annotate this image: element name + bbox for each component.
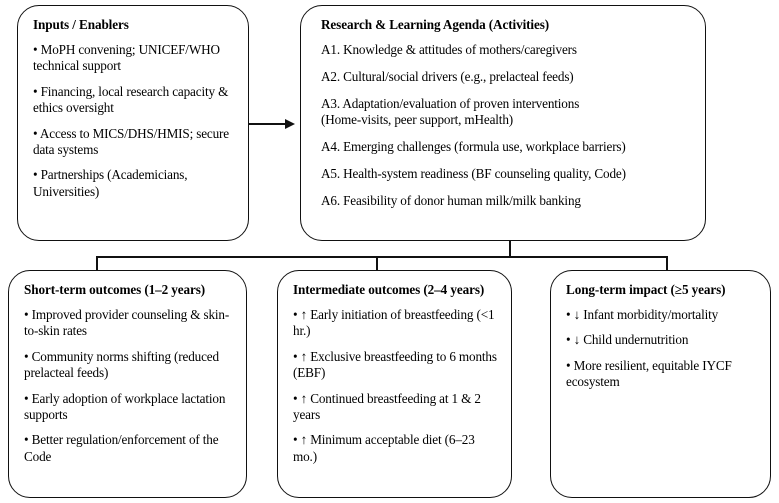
list-item: • ↑ Continued breastfeeding at 1 & 2 yea… bbox=[293, 390, 481, 422]
list-item: • ↑ Early initiation of breastfeeding (<… bbox=[293, 307, 495, 339]
node-short-term-outcomes-title: Short-term outcomes (1–2 years) bbox=[24, 282, 206, 297]
node-inputs-enablers-list: • MoPH convening; UNICEF/WHO technical s… bbox=[33, 42, 235, 200]
connector-agenda-stub bbox=[509, 241, 511, 257]
node-research-agenda-title: Research & Learning Agenda (Activities) bbox=[321, 17, 550, 32]
node-inputs-enablers-title: Inputs / Enablers bbox=[33, 17, 129, 32]
node-inputs-enablers: Inputs / Enablers • MoPH convening; UNIC… bbox=[17, 5, 249, 241]
arrow-inputs-to-agenda-head bbox=[285, 119, 295, 129]
connector-stub-long-term bbox=[666, 256, 668, 270]
connector-stub-short-term bbox=[96, 256, 98, 270]
node-long-term-impact: Long-term impact (≥5 years) • ↓ Infant m… bbox=[550, 270, 771, 498]
list-item: A6. Feasibility of donor human milk/milk… bbox=[321, 192, 581, 208]
list-item: A3. Adaptation/evaluation of proven inte… bbox=[321, 95, 580, 128]
node-research-agenda-list: A1. Knowledge & attitudes of mothers/car… bbox=[321, 42, 692, 209]
list-item: • ↓ Child undernutrition bbox=[566, 332, 689, 348]
list-item: A4. Emerging challenges (formula use, wo… bbox=[321, 139, 626, 155]
list-item: • Financing, local research capacity & e… bbox=[33, 83, 229, 116]
list-item: A1. Knowledge & attitudes of mothers/car… bbox=[321, 42, 577, 58]
connector-stub-intermediate bbox=[376, 256, 378, 270]
list-item: • Access to MICS/DHS/HMIS; secure data s… bbox=[33, 125, 230, 157]
node-intermediate-outcomes-list: • ↑ Early initiation of breastfeeding (<… bbox=[293, 307, 498, 465]
list-item: • ↑ Minimum acceptable diet (6–23 mo.) bbox=[293, 432, 475, 464]
arrow-inputs-to-agenda-shaft bbox=[248, 123, 286, 125]
list-item: • Partnerships (Academicians, Universiti… bbox=[33, 167, 188, 199]
node-intermediate-outcomes-title: Intermediate outcomes (2–4 years) bbox=[293, 282, 485, 297]
node-long-term-impact-title: Long-term impact (≥5 years) bbox=[566, 282, 726, 297]
node-intermediate-outcomes: Intermediate outcomes (2–4 years) • ↑ Ea… bbox=[277, 270, 512, 498]
connector-distribution-bar bbox=[96, 256, 668, 258]
list-item: A2. Cultural/social drivers (e.g., prela… bbox=[321, 68, 574, 84]
node-short-term-outcomes-list: • Improved provider counseling & skin-to… bbox=[24, 307, 233, 465]
list-item: • Better regulation/enforcement of the C… bbox=[24, 432, 219, 464]
list-item: • Improved provider counseling & skin-to… bbox=[24, 307, 230, 339]
list-item: • ↓ Infant morbidity/mortality bbox=[566, 307, 719, 323]
list-item: A5. Health-system readiness (BF counseli… bbox=[321, 165, 626, 181]
node-research-agenda: Research & Learning Agenda (Activities) … bbox=[300, 5, 706, 241]
list-item: • ↑ Exclusive breastfeeding to 6 months … bbox=[293, 348, 497, 381]
list-item: • Community norms shifting (reduced prel… bbox=[24, 348, 219, 381]
node-short-term-outcomes: Short-term outcomes (1–2 years) • Improv… bbox=[8, 270, 247, 498]
list-item: • More resilient, equitable IYCF ecosyst… bbox=[566, 357, 732, 390]
node-long-term-impact-list: • ↓ Infant morbidity/mortality • ↓ Child… bbox=[566, 307, 757, 390]
list-item: • Early adoption of workplace lactation … bbox=[24, 390, 226, 422]
list-item: • MoPH convening; UNICEF/WHO technical s… bbox=[33, 42, 220, 74]
